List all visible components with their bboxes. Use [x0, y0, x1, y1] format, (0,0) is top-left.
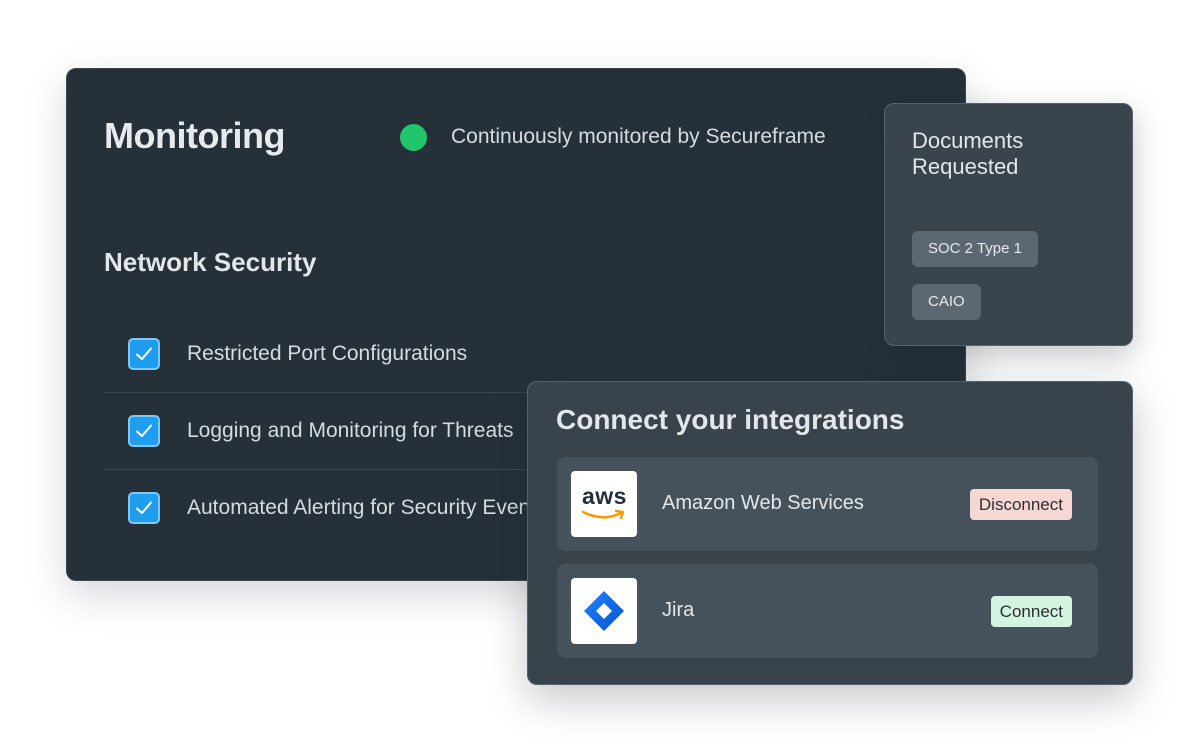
document-tag[interactable]: CAIO — [912, 284, 981, 320]
aws-logo-text: aws — [582, 483, 627, 509]
monitoring-card: Monitoring Continuously monitored by Sec… — [66, 68, 966, 581]
check-row: Automated Alerting for Security Events — [104, 471, 934, 547]
checkbox-checked-icon[interactable] — [128, 338, 160, 370]
documents-requested-card: Documents Requested SOC 2 Type 1 CAIO — [884, 103, 1133, 346]
integration-name: Amazon Web Services — [662, 492, 864, 514]
status-indicator-icon — [400, 124, 427, 151]
integrations-title: Connect your integrations — [556, 404, 905, 435]
checkbox-checked-icon[interactable] — [128, 492, 160, 524]
monitoring-status-text: Continuously monitored by Secureframe — [451, 125, 826, 148]
disconnect-button[interactable]: Disconnect — [969, 489, 1072, 520]
check-label: Automated Alerting for Security Events — [187, 496, 547, 519]
connect-button[interactable]: Connect — [990, 596, 1072, 627]
integrations-card: Connect your integrations aws Amazon Web… — [527, 381, 1133, 685]
integration-row-aws: aws Amazon Web Services Disconnect — [557, 457, 1098, 551]
check-row: Logging and Monitoring for Threats — [104, 394, 934, 470]
integration-row-jira: Jira Connect — [557, 564, 1098, 658]
check-label: Restricted Port Configurations — [187, 342, 468, 365]
jira-logo-icon — [571, 578, 637, 644]
check-row: Restricted Port Configurations — [104, 317, 934, 393]
check-label: Logging and Monitoring for Threats — [187, 419, 514, 442]
documents-title: Documents Requested — [912, 128, 1024, 179]
document-tag[interactable]: SOC 2 Type 1 — [912, 231, 1038, 267]
monitoring-title: Monitoring — [104, 115, 285, 156]
section-title: Network Security — [104, 247, 317, 277]
checkbox-checked-icon[interactable] — [128, 415, 160, 447]
integration-name: Jira — [662, 599, 695, 621]
aws-logo-icon: aws — [571, 471, 637, 537]
